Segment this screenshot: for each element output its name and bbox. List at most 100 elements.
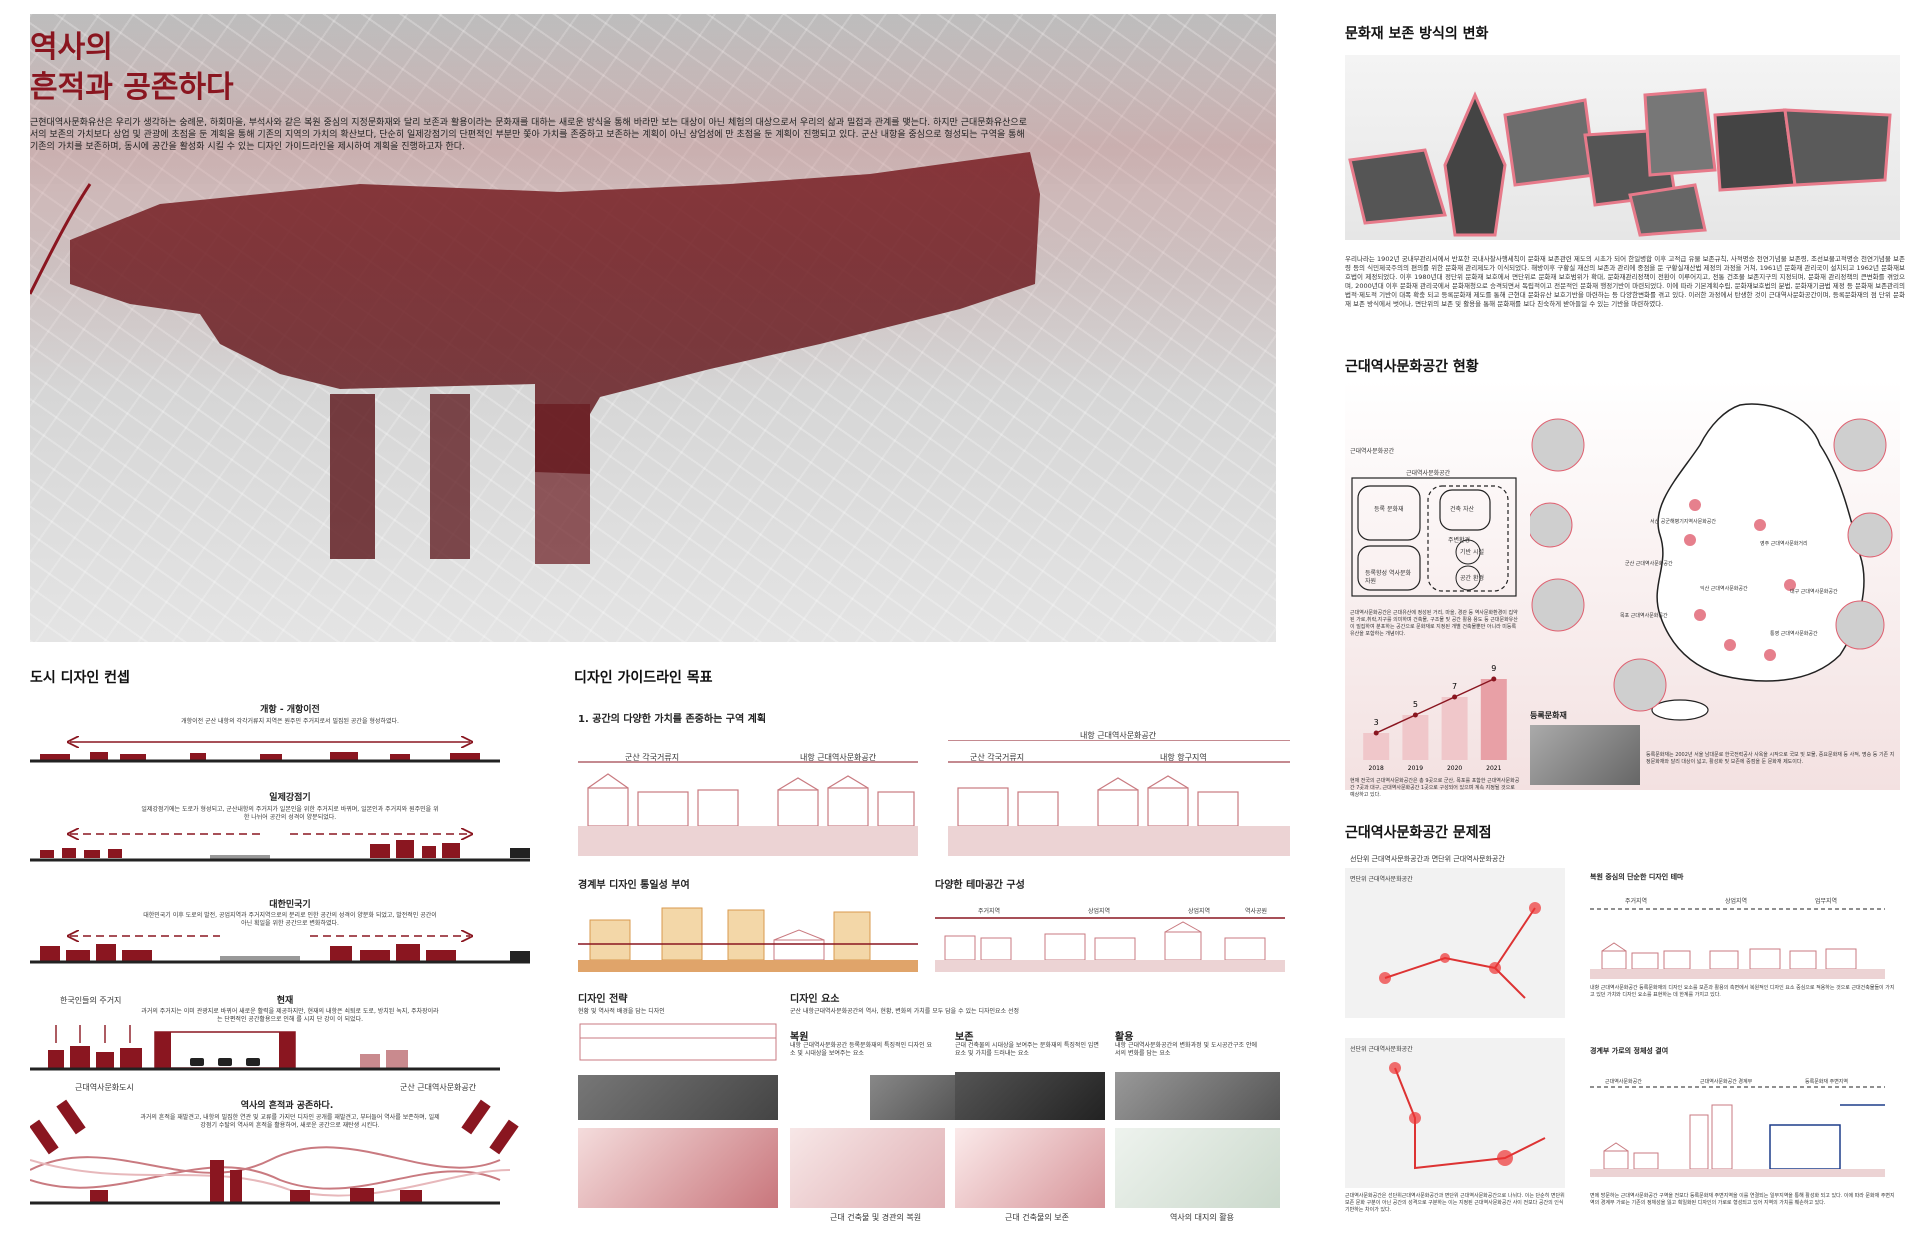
highlight-zone-overlay — [30, 152, 1040, 564]
line-unit-hotspots — [1389, 1062, 1513, 1166]
era4-buildings-left — [48, 1046, 142, 1068]
hero-description: 근현대역사문화유산은 우리가 생각하는 숭례문, 하회마을, 부석사와 같은 복… — [30, 118, 1027, 152]
bar-year-2018: 2018 — [1369, 765, 1384, 772]
issues-sub: 선단위 근대역사문화공간과 면단위 근대역사문화공간 — [1350, 855, 1505, 863]
collage-pagoda — [1443, 91, 1507, 237]
korea-map — [1530, 403, 1893, 721]
boundary-ground — [578, 960, 918, 972]
map-label-yeongju: 영주 근대역사문화거리 — [1760, 541, 1808, 547]
face-unit-branch — [1494, 967, 1526, 999]
map-label-tongyeong: 통영 근대역사문화공간 — [1770, 631, 1818, 637]
face-unit-lines — [1379, 902, 1541, 999]
bar-value-2019: 5 — [1413, 700, 1418, 709]
theme-tag-4: 역사공원 — [1245, 908, 1268, 915]
theme-ground-row — [1590, 969, 1885, 979]
preserve-title: 보존 — [955, 1032, 974, 1043]
issues-title: 근대역사문화공간 문제점 — [1345, 825, 1492, 841]
zone-naehang-top: 내항 근대역사문화공간 — [1080, 731, 1157, 740]
boundary-title: 경계부 디자인 통일성 부여 — [578, 880, 690, 891]
hero-title-line1: 역사의 — [30, 30, 113, 65]
axis-label-1: 주거지역 — [1625, 898, 1648, 905]
preserve-iso — [955, 1128, 1105, 1208]
theme-ground — [935, 960, 1285, 972]
utilize-title: 활용 — [1115, 1032, 1134, 1043]
era5-wave-2 — [30, 1166, 501, 1190]
utilize-photo — [1115, 1072, 1280, 1120]
face-unit-route — [1384, 907, 1536, 979]
zone-plan-diagram — [578, 740, 1290, 856]
registered-photo — [1530, 725, 1640, 785]
boundary-low-houses — [773, 929, 825, 961]
venn-label-archi: 건축 자산 — [1450, 506, 1474, 513]
era4-down-arrows — [55, 1025, 131, 1043]
preserve-photo — [955, 1072, 1105, 1120]
boundary-ground-strip — [1590, 1169, 1885, 1177]
issues-mid-text: 내항 근대역사문화공간 등록문화재의 디자인 요소를 보존과 활용의 측면에서 … — [1590, 985, 1895, 998]
bar-year-2020: 2020 — [1447, 765, 1462, 772]
map-label-gunsan: 군산 근대역사문화공간 — [1625, 561, 1673, 567]
axis-label-3: 업무지역 — [1815, 898, 1838, 905]
restore-iso-2 — [790, 1128, 945, 1208]
status-diagram-label: 근대역사문화공간 — [1350, 448, 1395, 455]
venn-circle-1 — [1455, 539, 1481, 565]
utilize-caption: 역사의 대지의 활용 — [1170, 1213, 1234, 1222]
bar-trend-point-2018 — [1373, 730, 1379, 736]
map-label-daegu: 대구 근대역사문화공간 — [1790, 589, 1838, 595]
theme-tag-3: 상업지역 — [1188, 908, 1211, 915]
bar-value-2018: 3 — [1374, 718, 1379, 727]
status-title: 근대역사문화공간 현황 — [1345, 359, 1479, 375]
restore-caption: 근대 건축물 및 경관의 복원 — [830, 1213, 922, 1222]
venn-label-space: 공간 환경 — [1460, 575, 1484, 582]
zone-left-ground — [578, 826, 918, 856]
face-unit-hotspots — [1379, 902, 1541, 984]
era-text-1: 개항이전 군산 내항의 각각거류지 지역은 원주민 주거지로서 밀집된 공간을 … — [181, 718, 399, 725]
collage-gate — [1348, 148, 1447, 225]
line-unit-lines — [1389, 1062, 1546, 1170]
bar-trend-point-2021 — [1491, 676, 1497, 682]
line-unit-route — [1394, 1067, 1546, 1170]
zone-naehang-port: 내항 항구지역 — [1160, 753, 1207, 762]
venn-left — [1357, 485, 1421, 541]
era-text-3: 대한민국기 이후 도로의 발전, 공업지역과 주거지역으로의 분리로 인한 공간… — [143, 912, 437, 927]
strategy-frame — [579, 1023, 777, 1061]
street-block-right — [535, 404, 590, 564]
issues-bottom-left: 근대역사문화공간은 선단위근대역사문화공간과 면단위 근대역사문화공간으로 나뉘… — [1345, 1193, 1565, 1213]
boundary-blue-frame — [1769, 1124, 1841, 1170]
venn-archi — [1439, 489, 1491, 531]
heritage-change-text: 우리나라는 1902년 궁내부관리서에서 반포한 국내사찰사행세칙이 문화재 보… — [1345, 255, 1905, 308]
boundary-houses — [1603, 1104, 1733, 1170]
bar-year-2019: 2019 — [1408, 765, 1423, 772]
era1-buildings — [40, 752, 480, 760]
boundary-label-2: 근대역사문화공간 경계부 — [1700, 1079, 1753, 1085]
street-block-left — [330, 394, 375, 559]
face-unit-map — [1345, 868, 1565, 1018]
sea-area — [30, 14, 1276, 184]
zone-gunsan-settlement: 군산 각국거류지 — [625, 753, 680, 762]
heritage-collage-shapes — [1348, 88, 1892, 237]
map-markers — [1684, 499, 1796, 661]
era-text-5: 과거의 흔적을 재발견고, 내항의 밀집한 연관 및 교류를 가지던 디자인 공… — [140, 1114, 440, 1129]
ship-icon-1 — [510, 848, 530, 858]
collage-station — [1713, 108, 1797, 192]
zone-naehang-space: 내항 근대역사문화공간 — [800, 753, 877, 762]
boundary-identity-diagram — [1590, 1086, 1885, 1177]
theme-tag-1: 주거지역 — [978, 908, 1001, 915]
venn-right — [1427, 485, 1509, 592]
face-unit-label: 면단위 근대역사문화공간 — [1350, 876, 1413, 883]
utilize-iso — [1115, 1128, 1280, 1208]
thumbnail-circles — [1530, 418, 1893, 712]
bar-year-2021: 2021 — [1486, 765, 1501, 772]
era-label-4: 현재 — [276, 996, 294, 1006]
venn-label-env: 주변환경 — [1448, 537, 1471, 544]
axis-label-2: 상업지역 — [1725, 898, 1748, 905]
theme-houses — [944, 921, 1266, 961]
design-theme-diagram — [1590, 908, 1885, 979]
bar-2018 — [1363, 733, 1390, 760]
era4-cars — [190, 1058, 260, 1066]
utilize-text: 내항 근대역사문화공간의 변화과정 및 도시공간구조 안에서의 변화를 담는 요… — [1115, 1042, 1258, 1057]
boundary-identity-title: 경계부 가로의 정체성 결여 — [1590, 1047, 1669, 1055]
preserve-caption: 근대 건축물의 보존 — [1005, 1213, 1069, 1222]
modern-space-label: 군산 근대역사문화공간 — [400, 1083, 477, 1092]
bar-trend-point-2020 — [1452, 694, 1458, 700]
